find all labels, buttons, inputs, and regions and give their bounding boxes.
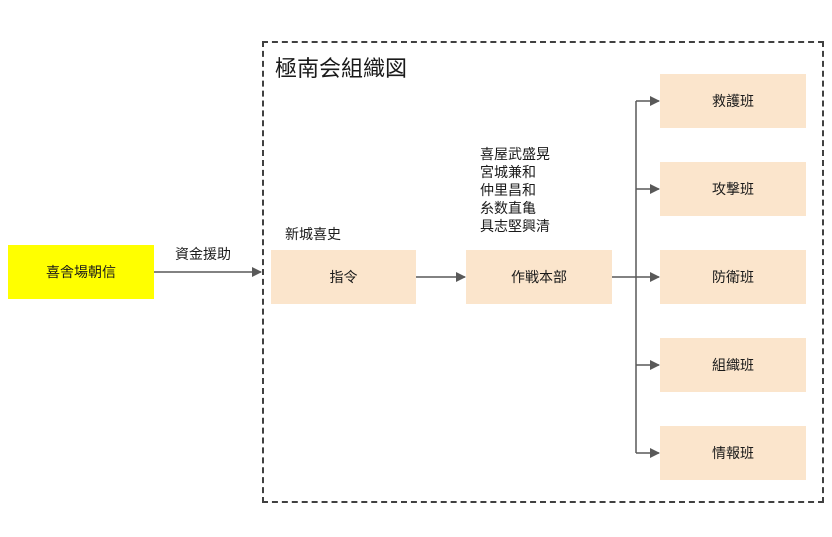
team-label: 情報班: [712, 446, 754, 462]
team-node-organization[interactable]: 組織班: [660, 338, 806, 392]
team-label: 攻撃班: [712, 182, 754, 198]
command-person-label: 新城喜史: [285, 227, 341, 243]
hq-label: 作戦本部: [511, 270, 567, 286]
organization-frame: [262, 41, 824, 503]
team-node-intelligence[interactable]: 情報班: [660, 426, 806, 480]
hq-member: 喜屋武盛晃: [480, 147, 550, 163]
command-node[interactable]: 指令: [271, 250, 416, 304]
hq-member: 宮城兼和: [480, 165, 536, 181]
hq-node[interactable]: 作戦本部: [466, 250, 612, 304]
org-chart-title: 極南会組織図: [275, 57, 408, 82]
command-label: 指令: [329, 270, 358, 286]
team-label: 救護班: [712, 94, 754, 110]
team-label: 組織班: [712, 358, 754, 374]
team-node-rescue[interactable]: 救護班: [660, 74, 806, 128]
sponsor-label: 喜舎場朝信: [46, 265, 116, 281]
sponsor-node[interactable]: 喜舎場朝信: [8, 245, 154, 299]
hq-member: 具志堅興清: [480, 219, 550, 235]
team-node-defense[interactable]: 防衛班: [660, 250, 806, 304]
funding-label: 資金援助: [175, 247, 231, 263]
hq-member: 仲里昌和: [480, 183, 536, 199]
team-node-attack[interactable]: 攻撃班: [660, 162, 806, 216]
hq-member-list: 喜屋武盛晃 宮城兼和 仲里昌和 糸数直亀 具志堅興清: [480, 146, 550, 236]
team-label: 防衛班: [712, 270, 754, 286]
hq-member: 糸数直亀: [480, 201, 536, 217]
